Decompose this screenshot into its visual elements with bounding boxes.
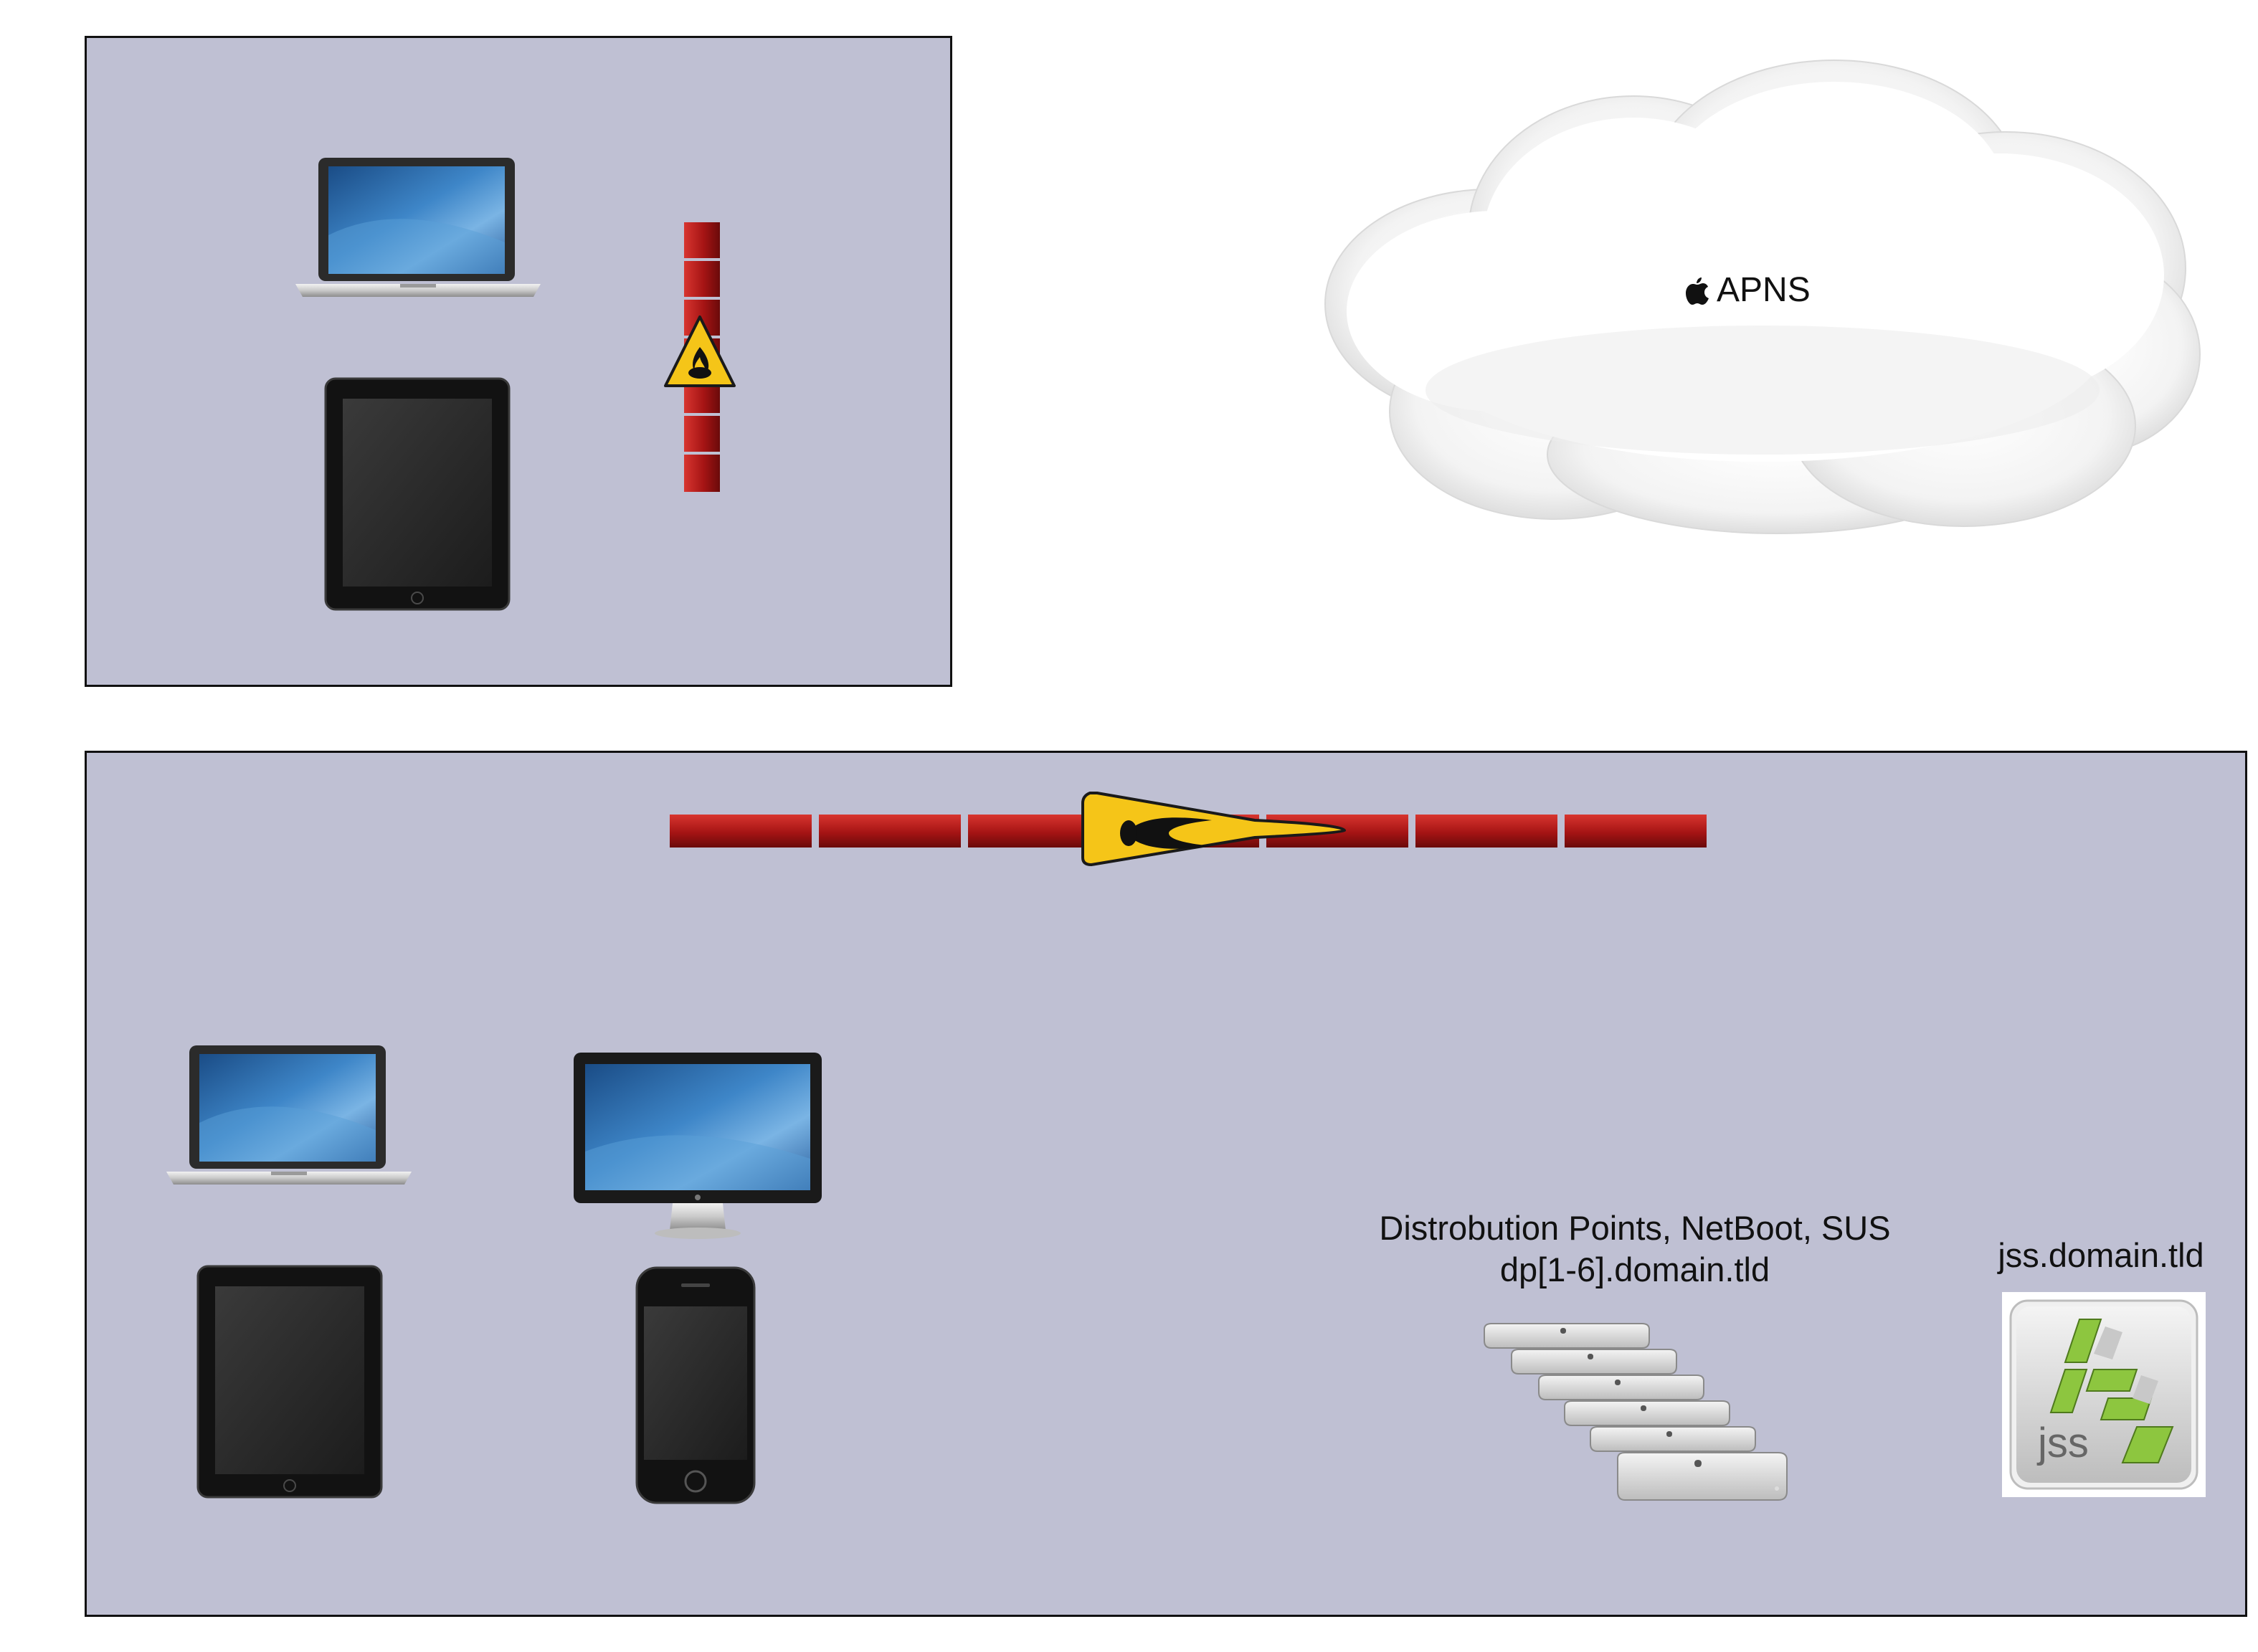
laptop-icon-internal: [166, 1045, 412, 1185]
remote-network-zone: [85, 36, 952, 687]
mac-mini-icon: [1590, 1426, 1756, 1452]
mac-mini-icon: [1484, 1323, 1650, 1349]
mac-mini-icon: [1564, 1400, 1730, 1426]
laptop-icon: [295, 158, 541, 297]
desktop-display-icon: [574, 1053, 822, 1239]
jss-logo-icon: jss: [2002, 1292, 2206, 1497]
internal-network-zone: [85, 751, 2247, 1617]
distribution-points-label: Distrobution Points, NetBoot, SUS dp[1-6…: [1348, 1207, 1922, 1291]
jss-logo-text: jss: [2036, 1420, 2089, 1466]
firewall-icon: [664, 222, 736, 492]
apple-logo-icon: [1686, 277, 1709, 305]
jss-hostname: jss.domain.tld: [1998, 1236, 2204, 1274]
mac-mini-icon: [1538, 1375, 1704, 1400]
ipod-touch-icon: [635, 1266, 756, 1504]
perimeter-firewall-icon: [670, 792, 1707, 866]
ipad-icon-internal: [196, 1265, 383, 1499]
mac-mini-icon: [1511, 1349, 1677, 1375]
distribution-points-hostname: dp[1-6].domain.tld: [1499, 1250, 1770, 1288]
apns-cloud: [1324, 60, 2201, 534]
apns-label: APNS: [1685, 270, 1811, 311]
ipad-icon: [324, 377, 511, 611]
apns-text: APNS: [1717, 271, 1811, 309]
mac-mini-icon: [1617, 1452, 1788, 1501]
mac-mini-stack-icon: [1484, 1323, 1788, 1501]
distribution-points-title: Distrobution Points, NetBoot, SUS: [1379, 1209, 1891, 1247]
